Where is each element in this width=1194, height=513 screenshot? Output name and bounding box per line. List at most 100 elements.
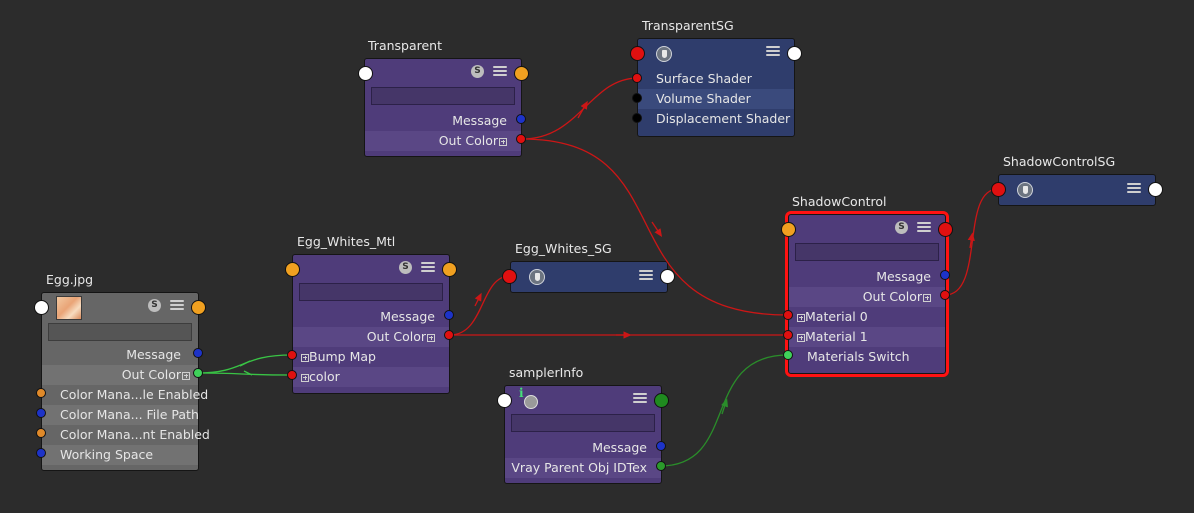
node-header: i <box>505 386 661 410</box>
wire-transparent-to-transparentsg <box>521 77 639 140</box>
samplerinfo-node[interactable]: i Message Vray Parent Obj IDTex <box>504 385 662 484</box>
eggjpg-node[interactable]: S Message Out Color Color Mana...le Enab… <box>41 292 210 471</box>
attribute-stack-icon[interactable] <box>493 66 507 77</box>
eggwhitessg-input-port[interactable] <box>502 269 517 284</box>
transparent-message-port[interactable] <box>516 114 526 124</box>
attribute-stack-icon[interactable] <box>917 222 931 233</box>
attr-row-bump-map: Bump Map <box>293 347 449 367</box>
shadowcontrol-out-color-port[interactable] <box>940 290 950 300</box>
eggjpg-cm-file-path-port[interactable] <box>36 408 46 418</box>
node-header: S <box>365 59 521 83</box>
attribute-stack-icon[interactable] <box>766 46 780 57</box>
eggjpg-message-port[interactable] <box>193 348 203 358</box>
samplerinfo-output-port[interactable] <box>654 393 669 408</box>
shadowcontrol-node-title: ShadowControl <box>792 194 887 209</box>
swatch-icon[interactable]: S <box>148 299 161 312</box>
attribute-stack-icon[interactable] <box>639 270 653 281</box>
eggjpg-input-port[interactable] <box>34 300 49 315</box>
samplerinfo-vray-parent-obj-idtex-port[interactable] <box>656 461 666 471</box>
eggwhitesmtl-bump-map-port[interactable] <box>287 350 297 360</box>
transparent-node-title: Transparent <box>368 38 443 53</box>
attr-row-working-space: Working Space <box>42 445 198 465</box>
transparentsg-node[interactable]: Surface Shader Volume Shader Displacemen… <box>637 38 795 137</box>
samplerinfo-message-port[interactable] <box>656 441 666 451</box>
eggwhitesmtl-node-title: Egg_Whites_Mtl <box>297 234 396 249</box>
shadowcontrol-material-1-port[interactable] <box>783 330 793 340</box>
node-header: S <box>293 255 449 279</box>
node-header <box>638 39 794 69</box>
shadowcontrol-message-port[interactable] <box>940 270 950 280</box>
attr-row-color-management-file-path: Color Mana... File Path <box>42 405 199 425</box>
eggwhitessg-output-port[interactable] <box>660 269 675 284</box>
expand-icon[interactable] <box>797 313 805 322</box>
attr-row-volume-shader: Volume Shader <box>638 89 794 109</box>
attribute-stack-icon[interactable] <box>633 393 647 404</box>
node-header: S <box>42 293 198 321</box>
eggwhitessg-node[interactable] <box>510 261 668 293</box>
eggwhitesmtl-out-color-port[interactable] <box>444 330 454 340</box>
attr-row-message: Message <box>876 269 931 284</box>
shading-group-icon[interactable] <box>1017 182 1033 198</box>
expand-icon[interactable] <box>427 333 435 342</box>
shadowcontrol-material-0-port[interactable] <box>783 310 793 320</box>
shading-group-icon[interactable] <box>656 46 672 62</box>
eggwhitessg-node-title: Egg_Whites_SG <box>515 241 612 256</box>
eggjpg-out-color-port[interactable] <box>193 368 203 378</box>
attr-row-materials-switch: Materials Switch <box>807 349 910 364</box>
shadowcontrol-output-port[interactable] <box>938 222 953 237</box>
eggwhitesmtl-message-port[interactable] <box>444 310 454 320</box>
attr-row-displacement-shader: Displacement Shader <box>656 111 791 126</box>
shadowcontrolsg-input-port[interactable] <box>991 182 1006 197</box>
shadowcontrolsg-output-port[interactable] <box>1148 182 1163 197</box>
wire-shadowcontrol-to-shadowcontrolsg <box>944 188 999 296</box>
expand-icon[interactable] <box>499 137 507 146</box>
node-swatch-field <box>511 414 655 432</box>
shadowcontrolsg-node-title: ShadowControlSG <box>1003 154 1116 169</box>
wire-eggwhitesmtl-to-eggwhitessg <box>449 275 511 336</box>
attr-row-out-color: Out Color <box>293 327 449 347</box>
eggjpg-working-space-port[interactable] <box>36 448 46 458</box>
expand-icon[interactable] <box>923 293 931 302</box>
attribute-stack-icon[interactable] <box>1127 183 1141 194</box>
node-swatch-field <box>48 323 192 341</box>
eggjpg-cm-nt-enabled-port[interactable] <box>36 428 46 438</box>
transparent-input-port[interactable] <box>358 66 373 81</box>
transparentsg-output-port[interactable] <box>787 46 802 61</box>
transparent-output-port[interactable] <box>514 66 529 81</box>
transparentsg-input-port[interactable] <box>630 46 645 61</box>
eggjpg-output-port[interactable] <box>191 300 206 315</box>
eggwhitesmtl-node[interactable]: S Message Out Color Bump Map color <box>292 254 450 394</box>
attr-row-vray-parent-obj-idtex: Vray Parent Obj IDTex <box>505 458 661 478</box>
attribute-stack-icon[interactable] <box>421 262 435 273</box>
swatch-icon[interactable]: S <box>471 65 484 78</box>
node-swatch-field <box>299 283 443 301</box>
expand-icon[interactable] <box>182 371 190 380</box>
attr-row-material-1: Material 1 <box>789 327 945 347</box>
attribute-stack-icon[interactable] <box>170 300 184 311</box>
transparentsg-displacement-shader-port[interactable] <box>632 113 642 123</box>
transparent-node[interactable]: S Message Out Color <box>364 58 522 157</box>
eggwhitesmtl-input-port[interactable] <box>285 262 300 277</box>
transparent-out-color-port[interactable] <box>516 134 526 144</box>
attr-row-message: Message <box>452 113 507 128</box>
expand-icon[interactable] <box>797 333 805 342</box>
attr-row-color-management-nt-enabled: Color Mana...nt Enabled <box>60 427 210 442</box>
samplerinfo-input-port[interactable] <box>497 393 512 408</box>
transparentsg-volume-shader-port[interactable] <box>632 93 642 103</box>
eggwhitesmtl-color-port[interactable] <box>287 370 297 380</box>
swatch-icon[interactable]: S <box>399 261 412 274</box>
shadowcontrol-materials-switch-port[interactable] <box>783 350 793 360</box>
info-icon[interactable]: i <box>519 386 539 409</box>
transparentsg-surface-shader-port[interactable] <box>632 73 642 83</box>
expand-icon[interactable] <box>301 373 309 382</box>
eggjpg-cm-enabled-port[interactable] <box>36 388 46 398</box>
attr-row-color: color <box>293 367 449 387</box>
shading-group-icon[interactable] <box>529 269 545 285</box>
shadowcontrol-node[interactable]: S Message Out Color Material 0 Material … <box>785 211 949 377</box>
attr-row-surface-shader: Surface Shader <box>656 71 752 86</box>
shadowcontrol-input-port[interactable] <box>781 222 796 237</box>
eggwhitesmtl-output-port[interactable] <box>442 262 457 277</box>
swatch-icon[interactable]: S <box>895 221 908 234</box>
expand-icon[interactable] <box>301 353 309 362</box>
shadowcontrolsg-node[interactable] <box>998 174 1156 206</box>
